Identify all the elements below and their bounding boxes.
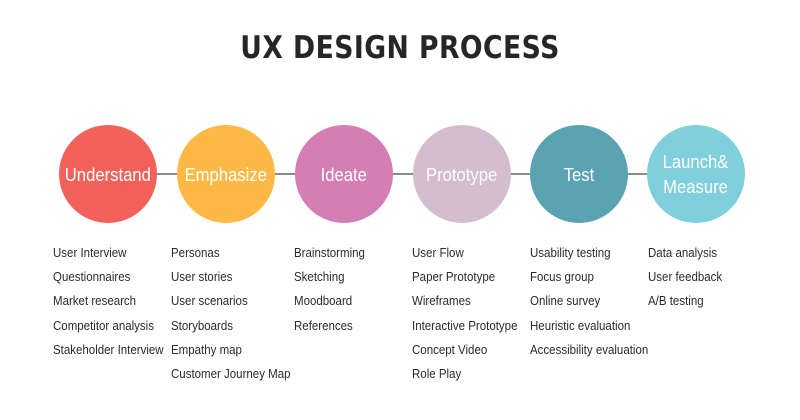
list-item: Concept Video: [412, 342, 488, 357]
stage-list-emphasize: Personas User stories User scenarios Sto…: [171, 241, 301, 386]
list-item: Brainstorming: [294, 246, 365, 260]
stage-list-launch-measure: Data analysis User feedback A/B testing: [648, 241, 729, 314]
stage-circle-prototype: Prototype: [413, 125, 511, 223]
stage-list-prototype: User Flow Paper Prototype Wireframes Int…: [412, 241, 527, 386]
list-item: A/B testing: [648, 294, 704, 309]
list-item: Usability testing: [530, 246, 611, 260]
stage-label-ideate: Ideate: [320, 163, 368, 185]
list-item: Heuristic evaluation: [530, 318, 631, 333]
stage-prototype: Prototype: [413, 125, 511, 223]
list-item: Moodboard: [294, 294, 353, 309]
list-item: Wireframes: [412, 294, 471, 309]
stage-ideate: Ideate: [295, 125, 393, 223]
list-item: User Flow: [412, 246, 464, 260]
list-item: Customer Journey Map: [171, 367, 291, 382]
stage-list-ideate: Brainstorming Sketching Moodboard Refere…: [294, 241, 371, 338]
list-item: Questionnaires: [53, 270, 131, 285]
stage-label-understand: Understand: [64, 163, 152, 185]
list-item: Storyboards: [171, 318, 234, 333]
stage-circle-launch-measure: Launch& Measure: [647, 125, 745, 223]
stage-understand: Understand: [59, 125, 157, 223]
stage-label-launch-measure: Launch& Measure: [663, 151, 729, 197]
list-item: Personas: [171, 246, 220, 260]
stage-circle-emphasize: Emphasize: [177, 125, 275, 223]
list-item: User stories: [171, 270, 233, 285]
stage-launch-measure: Launch& Measure: [647, 125, 745, 223]
stage-list-understand: User Interview Questionnaires Market res…: [53, 241, 173, 362]
list-item: User scenarios: [171, 294, 248, 309]
list-item: Stakeholder Interview: [53, 342, 164, 357]
page-title: UX DESIGN PROCESS: [240, 30, 560, 66]
list-item: User Interview: [53, 246, 127, 260]
list-item: Online survey: [530, 294, 601, 309]
list-item: Market research: [53, 294, 137, 309]
list-item: Empathy map: [171, 342, 242, 357]
list-item: Competitor analysis: [53, 318, 154, 333]
stage-label-prototype: Prototype: [426, 163, 498, 185]
list-item: User feedback: [648, 270, 723, 285]
process-connector-line: [100, 173, 700, 175]
list-item: References: [294, 318, 353, 333]
stage-circle-understand: Understand: [59, 125, 157, 223]
list-item: Paper Prototype: [412, 270, 496, 285]
list-item: Focus group: [530, 270, 594, 285]
list-item: Data analysis: [648, 246, 718, 260]
stage-test: Test: [530, 125, 628, 223]
stage-circle-ideate: Ideate: [295, 125, 393, 223]
list-item: Role Play: [412, 367, 462, 382]
stage-label-test: Test: [563, 163, 595, 185]
stage-circle-test: Test: [530, 125, 628, 223]
list-item: Interactive Prototype: [412, 318, 518, 333]
stage-label-emphasize: Emphasize: [184, 163, 268, 185]
stage-list-test: Usability testing Focus group Online sur…: [530, 241, 659, 362]
list-item: Sketching: [294, 270, 345, 285]
list-item: Accessibility evaluation: [530, 342, 649, 357]
stage-emphasize: Emphasize: [177, 125, 275, 223]
